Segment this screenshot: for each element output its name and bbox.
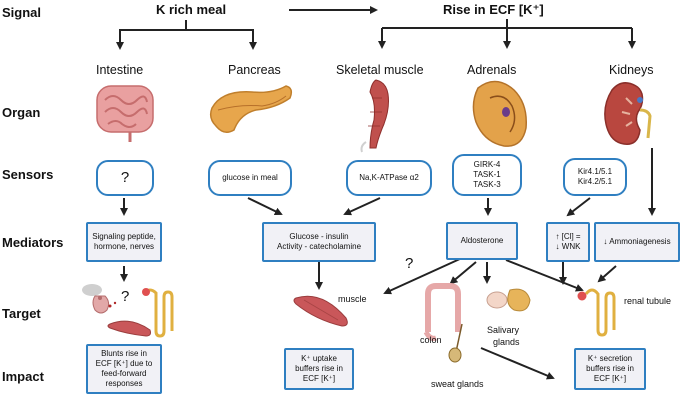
pancreas-sensor-arrow bbox=[247, 197, 283, 215]
mediator-ammoniagenesis: ↓ Ammoniagenesis bbox=[594, 222, 680, 262]
organ-intestine: Intestine bbox=[96, 63, 144, 77]
organ-kidneys: Kidneys bbox=[609, 63, 654, 77]
impact-kidney: K⁺ secretion buffers rise in ECF [K⁺] bbox=[574, 348, 646, 390]
impact-muscle: K⁺ uptake buffers rise in ECF [K⁺] bbox=[284, 348, 354, 390]
impact-intestine: Blunts rise in ECF [K⁺] due to feed-forw… bbox=[86, 344, 162, 394]
sweat-gland-icon bbox=[448, 323, 463, 363]
muscle-icon bbox=[107, 320, 151, 337]
organ-pancreas: Pancreas bbox=[228, 63, 281, 77]
kidney-icon bbox=[604, 82, 652, 145]
target-intestine-question: ? bbox=[121, 288, 130, 305]
row-label-target: Target bbox=[2, 306, 41, 321]
target-muscle-icon bbox=[293, 295, 348, 327]
sensor-pancreas: glucose in meal bbox=[208, 160, 292, 196]
aldo-to-tubule-arrow bbox=[505, 259, 584, 292]
mediator-cl-wnk: ↑ [Cl] = ↓ WNK bbox=[546, 222, 590, 262]
target-sweat-label: sweat glands bbox=[431, 379, 484, 389]
meal-to-intestine-arrow bbox=[116, 20, 187, 50]
mediator-intestine: Signaling peptide, hormone, nerves bbox=[86, 222, 162, 262]
signal-rise-ecf: Rise in ECF [K⁺] bbox=[443, 2, 544, 17]
row-label-signal: Signal bbox=[2, 5, 42, 20]
row-label-sensors: Sensors bbox=[2, 167, 54, 182]
aldo-to-muscle-arrow bbox=[383, 257, 463, 295]
target-renal-label: renal tubule bbox=[624, 296, 672, 306]
target-colon-label: colon bbox=[420, 335, 442, 345]
skeletal-muscle-icon bbox=[360, 79, 389, 153]
row-label-mediators: Mediators bbox=[2, 235, 64, 250]
salivary-gland-icon bbox=[486, 288, 531, 312]
pancreas-icon bbox=[209, 85, 293, 133]
target-salivary-label-2: glands bbox=[493, 337, 520, 347]
adrenal-icon bbox=[472, 80, 527, 147]
sensor-muscle: Na,K-ATPase α2 bbox=[346, 160, 432, 196]
intestine-icon bbox=[96, 85, 154, 142]
target-aldosterone-question: ? bbox=[405, 255, 414, 272]
target-salivary-label-1: Salivary bbox=[487, 325, 520, 335]
signal-meal: K rich meal bbox=[156, 2, 227, 17]
mediator-insulin-catecholamine: Glucose - insulin Activity - catecholami… bbox=[262, 222, 376, 262]
renal-tubule-icon bbox=[577, 288, 616, 337]
tubule-icon bbox=[142, 288, 174, 338]
sensor-kidney: Kir4.1/5.1 Kir4.2/5.1 bbox=[563, 158, 627, 196]
gut-cell-icon bbox=[82, 284, 117, 314]
organ-skeletal-muscle: Skeletal muscle bbox=[336, 63, 424, 77]
meal-to-pancreas-arrow bbox=[186, 29, 257, 50]
sweat-to-secretion-arrow bbox=[480, 347, 555, 380]
aldo-to-colon-arrow bbox=[449, 261, 477, 285]
signal-arrows bbox=[116, 6, 636, 50]
kidney-sensor-arrow-1 bbox=[566, 197, 591, 217]
mediator-aldosterone: Aldosterone bbox=[446, 222, 518, 260]
organ-adrenals: Adrenals bbox=[467, 63, 517, 77]
muscle-sensor-arrow bbox=[343, 197, 381, 216]
row-label-organ: Organ bbox=[2, 105, 41, 120]
sensor-adrenal: GIRK-4 TASK-1 TASK-3 bbox=[452, 154, 522, 196]
colon-icon bbox=[423, 283, 461, 341]
row-label-impact: Impact bbox=[2, 369, 44, 384]
sensor-intestine: ? bbox=[96, 160, 154, 196]
target-muscle-label: muscle bbox=[338, 294, 367, 304]
ammonia-to-tubule-arrow bbox=[597, 265, 617, 283]
